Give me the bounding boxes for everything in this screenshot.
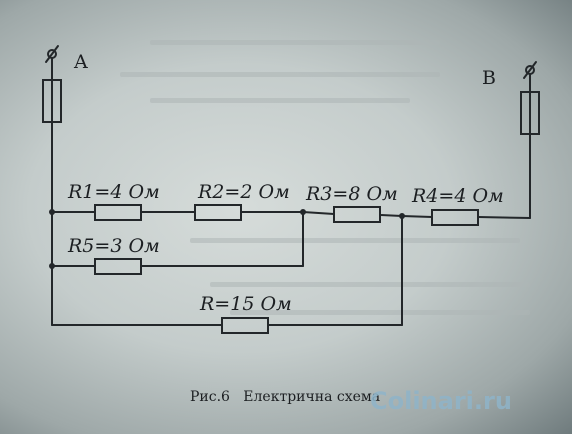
junction-dots-left (49, 209, 55, 269)
junction-dot (49, 263, 55, 269)
terminal-a-label: A (73, 51, 88, 73)
junction-dot (49, 209, 55, 215)
resistor-r (221, 317, 269, 334)
resistor-r2 (194, 204, 242, 221)
terminal-b: B (482, 61, 540, 135)
top-branch (51, 133, 531, 226)
resistor-r3-label: R3=8 Ом (305, 183, 398, 205)
resistor-r4-label: R4=4 Ом (411, 185, 504, 207)
figure-caption: Рис.6 Електрична схема (190, 389, 380, 405)
resistor-r1-label: R1=4 Ом (67, 181, 160, 203)
terminal-a: A (42, 45, 88, 123)
terminal-b-label: B (482, 67, 496, 89)
resistor-r5-label: R5=3 Ом (67, 235, 160, 257)
resistor-r5 (94, 258, 142, 275)
r-branch (51, 215, 403, 334)
r5-branch (51, 211, 304, 275)
resistor-r4 (431, 209, 479, 226)
resistor-r3 (333, 206, 381, 223)
resistor-r2-label: R2=2 Ом (197, 181, 290, 203)
resistor-r-label: R=15 Ом (199, 293, 292, 315)
watermark: Colinari.ru (370, 387, 512, 415)
resistor-r1 (94, 204, 142, 221)
